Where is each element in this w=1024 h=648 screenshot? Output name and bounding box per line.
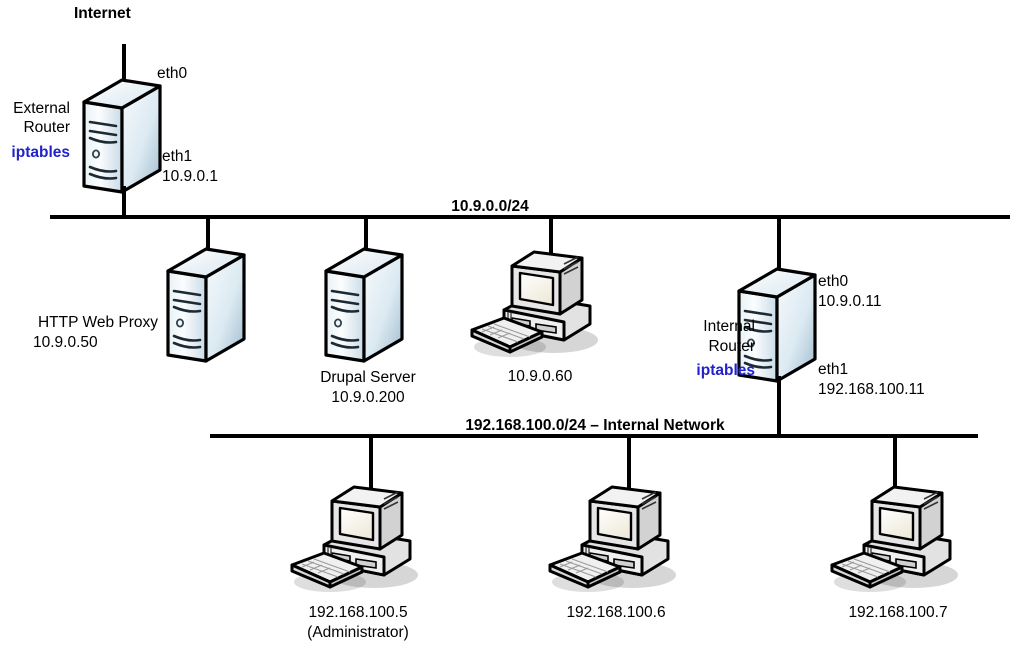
internal-router-iptables-badge: iptables — [696, 362, 755, 379]
external-router-name-line2: Router — [23, 119, 70, 136]
desktop-computer-icon — [290, 485, 418, 592]
drupal-server-ip: 10.9.0.200 — [331, 389, 405, 406]
internal-router-name-line2: Router — [708, 338, 755, 355]
node-external-router[interactable] — [78, 74, 170, 194]
node-workstation-10-9-0-60[interactable] — [468, 248, 608, 363]
external-router-eth0-label: eth0 — [157, 65, 188, 82]
node-workstation-7[interactable] — [828, 483, 968, 598]
node-workstation-admin[interactable] — [288, 483, 428, 598]
node-drupal-server[interactable] — [320, 243, 412, 363]
node-internal-router[interactable] — [733, 263, 825, 383]
desktop-computer-icon — [548, 485, 676, 592]
workstation-10-9-0-60-ip: 10.9.0.60 — [507, 368, 573, 385]
workstation-admin-ip: 192.168.100.5 — [308, 604, 408, 621]
internal-router-uplink-line — [777, 217, 781, 273]
workstation-admin-link-line — [369, 436, 373, 488]
server-tower-icon — [166, 247, 246, 363]
bus-10-9-0-0-24 — [50, 215, 1010, 219]
desktop-computer-icon — [830, 485, 958, 592]
internal-router-eth1-ip: 192.168.100.11 — [818, 381, 925, 398]
workstation-6-link-line — [627, 436, 631, 488]
server-tower-icon — [324, 247, 404, 363]
workstation-10-9-0-60-link-line — [549, 217, 553, 253]
external-router-name-line1: External — [13, 100, 70, 117]
internal-router-eth1-label: eth1 — [818, 361, 849, 378]
workstation-7-ip: 192.168.100.7 — [848, 604, 948, 621]
http-web-proxy-link-line — [206, 217, 210, 253]
workstation-admin-role: (Administrator) — [307, 624, 409, 641]
internal-router-name-line1: Internal — [703, 318, 755, 335]
node-workstation-6[interactable] — [546, 483, 686, 598]
segment-label-10-9-0-0-24: 10.9.0.0/24 — [451, 198, 529, 215]
internal-router-eth0-ip: 10.9.0.11 — [818, 293, 882, 310]
http-web-proxy-ip: 10.9.0.50 — [33, 334, 98, 351]
server-tower-icon — [737, 267, 817, 383]
workstation-7-link-line — [893, 436, 897, 488]
external-router-downlink-line — [122, 186, 126, 217]
segment-label-192-168-100-0-24: 192.168.100.0/24 – Internal Network — [465, 417, 725, 434]
internal-router-downlink-line — [777, 376, 781, 436]
external-router-iptables-badge: iptables — [11, 144, 70, 161]
internet-label: Internet — [74, 5, 131, 22]
http-web-proxy-name: HTTP Web Proxy — [37, 314, 158, 331]
desktop-computer-icon — [470, 250, 598, 357]
server-tower-icon — [82, 78, 162, 194]
drupal-server-link-line — [364, 217, 368, 253]
node-http-web-proxy[interactable] — [162, 243, 254, 363]
internal-router-eth0-label: eth0 — [818, 273, 849, 290]
bus-192-168-100-0-24 — [210, 434, 978, 438]
external-router-eth1-label: eth1 — [162, 148, 193, 165]
drupal-server-name: Drupal Server — [320, 369, 416, 386]
internet-uplink-line — [122, 44, 126, 86]
workstation-6-ip: 192.168.100.6 — [566, 604, 666, 621]
external-router-eth1-ip: 10.9.0.1 — [162, 168, 219, 185]
